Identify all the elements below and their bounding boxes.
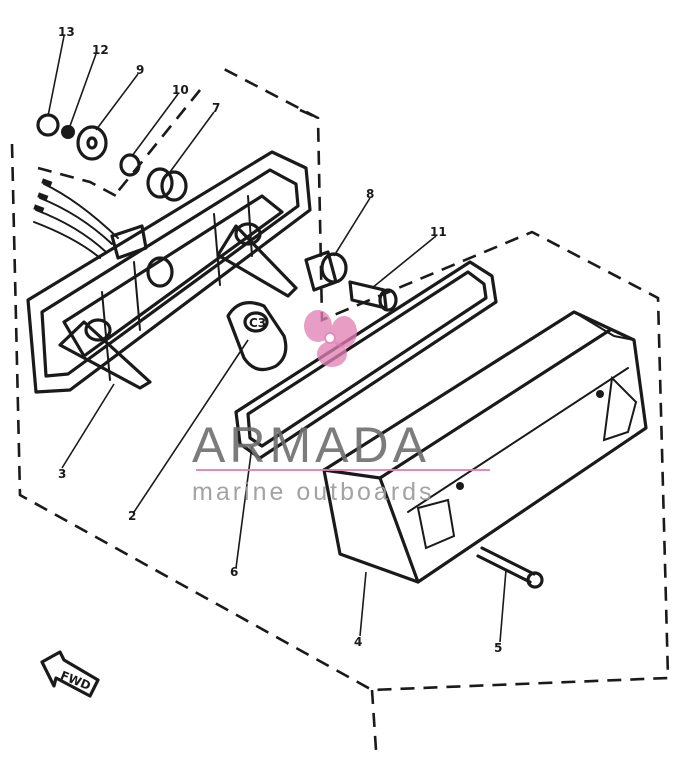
callout-12: 12	[92, 43, 109, 57]
part-2-bulb: C3	[226, 301, 288, 372]
propeller-logo-icon	[304, 310, 357, 367]
part-13-grommet	[36, 113, 60, 137]
forward-arrow: FWD	[40, 650, 100, 698]
part-5-screw	[476, 546, 544, 589]
callout-9: 9	[136, 63, 144, 77]
lamp-housing	[26, 150, 312, 394]
part-12-nut	[61, 125, 75, 139]
part-7-grommet	[146, 167, 174, 199]
callout-3: 3	[58, 467, 66, 481]
watermark-brand: ARMADA	[192, 417, 430, 473]
assembly-boundary-main	[10, 66, 670, 692]
part-9-washer	[76, 125, 108, 161]
part-8-collar	[304, 250, 348, 292]
callout-5: 5	[494, 641, 502, 655]
callout-6: 6	[230, 565, 238, 579]
callout-11: 11	[430, 225, 447, 239]
part-4-lens	[322, 310, 648, 584]
callout-13: 13	[58, 25, 75, 39]
part-10-spacer	[119, 153, 141, 177]
wire-harness	[33, 178, 148, 260]
callout-2: 2	[128, 509, 136, 523]
callout-4: 4	[354, 635, 362, 649]
callout-10: 10	[172, 83, 189, 97]
callout-7: 7	[212, 101, 220, 115]
watermark: ARMADA marine outboards	[192, 310, 490, 506]
part-6-gasket	[234, 260, 498, 460]
assembly-boundary-bulb-socket	[37, 89, 319, 200]
watermark-tagline: marine outboards	[192, 478, 435, 506]
svg-text:C3: C3	[249, 316, 266, 330]
leader-lines	[47, 35, 507, 643]
hardware-stack	[36, 113, 188, 202]
callout-8: 8	[366, 187, 374, 201]
